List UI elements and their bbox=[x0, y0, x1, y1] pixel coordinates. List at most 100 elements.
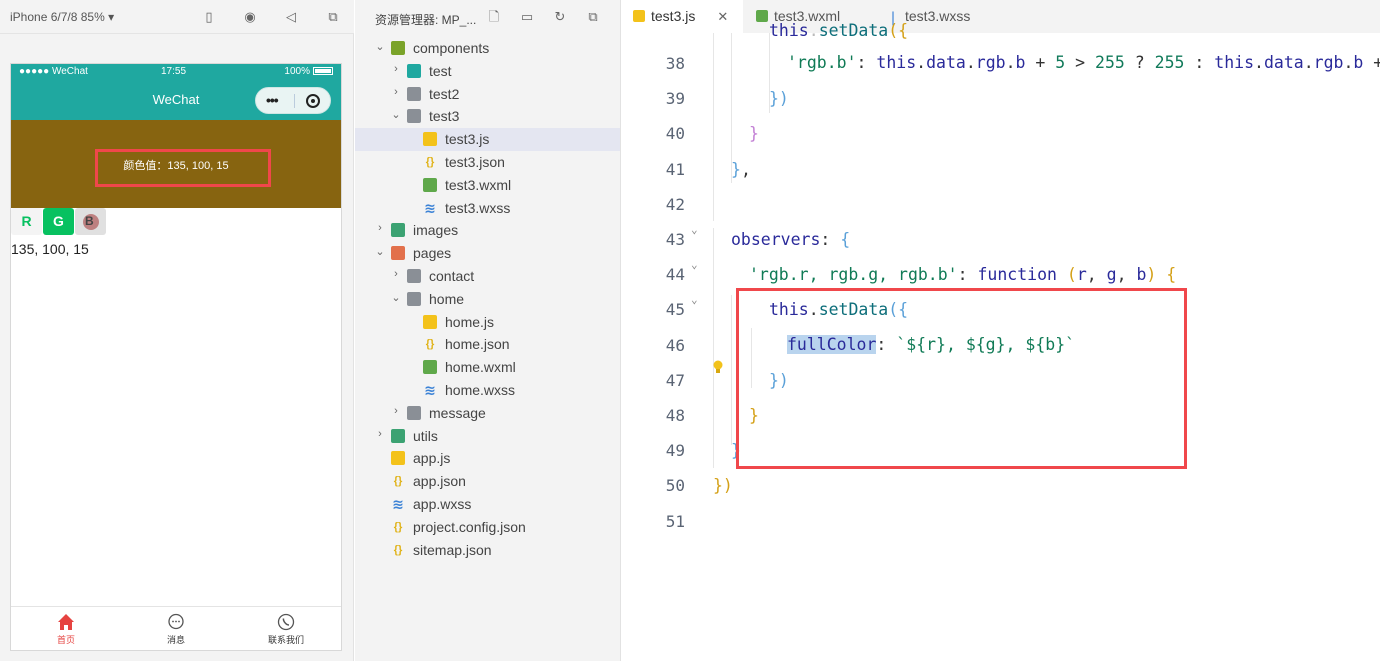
close-capsule-icon[interactable] bbox=[306, 94, 320, 108]
refresh-icon[interactable]: ↻ bbox=[554, 9, 566, 24]
tree-item[interactable]: home.wxml bbox=[355, 356, 620, 379]
tab-test3-wxss[interactable]: ❘ test3.wxss bbox=[875, 0, 1005, 33]
tree-item[interactable]: ≋app.wxss bbox=[355, 493, 620, 516]
chevron-down-icon[interactable]: ⌄ bbox=[391, 291, 401, 304]
indent-guide bbox=[713, 33, 714, 221]
code-line-47: }) bbox=[769, 371, 789, 390]
tab-message[interactable]: 消息 bbox=[121, 607, 231, 651]
indent-guide bbox=[751, 328, 752, 388]
folder-icon bbox=[391, 223, 405, 238]
folder-icon bbox=[407, 268, 421, 283]
chevron-right-icon[interactable]: › bbox=[378, 427, 382, 440]
simulator-toolbar: iPhone 6/7/8 85% ▾ ▯ ◉ ◁ ⧉ bbox=[0, 0, 354, 34]
code-line-43: observers: { bbox=[731, 230, 851, 249]
fold-chevron-icon[interactable]: ⌄ bbox=[691, 223, 698, 236]
tree-item[interactable]: test3.wxml bbox=[355, 174, 620, 197]
line-number: 48 bbox=[665, 406, 685, 425]
device-selector[interactable]: iPhone 6/7/8 85% ▾ bbox=[10, 10, 115, 24]
new-folder-icon[interactable]: ▭ bbox=[520, 9, 534, 24]
rgb-text: 135, 100, 15 bbox=[11, 241, 89, 257]
chevron-down-icon[interactable]: ⌄ bbox=[375, 246, 385, 259]
b-button-label: B bbox=[85, 214, 94, 228]
tree-item[interactable]: {}home.json bbox=[355, 333, 620, 356]
tree-item[interactable]: test3.js bbox=[355, 128, 620, 151]
tab-test3-wxml[interactable]: test3.wxml bbox=[744, 0, 874, 33]
tree-item-label: sitemap.json bbox=[413, 541, 492, 558]
tree-item[interactable]: app.js bbox=[355, 447, 620, 470]
tree-item[interactable]: ⌄home bbox=[355, 288, 620, 311]
tab-contact[interactable]: 联系我们 bbox=[231, 607, 341, 651]
lightbulb-icon[interactable] bbox=[713, 360, 723, 374]
tree-item[interactable]: ⌄components bbox=[355, 37, 620, 60]
code-line-39: }) bbox=[769, 89, 789, 108]
tree-item[interactable]: ›utils bbox=[355, 425, 620, 448]
volume-icon[interactable]: ◁ bbox=[286, 9, 296, 24]
chevron-right-icon[interactable]: › bbox=[394, 85, 398, 98]
tab-label: test3.wxml bbox=[774, 8, 841, 24]
fold-chevron-icon[interactable]: ⌄ bbox=[691, 293, 698, 306]
menu-capsule[interactable]: ••• bbox=[255, 87, 331, 114]
phone-icon[interactable]: ▯ bbox=[205, 9, 213, 24]
tree-item[interactable]: › test bbox=[355, 60, 620, 83]
tree-item-label: contact bbox=[429, 267, 475, 284]
tree-item[interactable]: ≋test3.wxss bbox=[355, 197, 620, 220]
tree-item[interactable]: › contact bbox=[355, 265, 620, 288]
tree-item[interactable]: ›message bbox=[355, 402, 620, 425]
chevron-down-icon[interactable]: ⌄ bbox=[391, 109, 401, 122]
window-icon[interactable]: ⧉ bbox=[328, 9, 338, 24]
tree-item[interactable]: {}project.config.json bbox=[355, 516, 620, 539]
tree-item[interactable]: ≋home.wxss bbox=[355, 379, 620, 402]
fold-chevron-icon[interactable]: ⌄ bbox=[691, 258, 698, 271]
carrier: ●●●●● WeChat bbox=[19, 66, 88, 77]
json-file-icon: {} bbox=[393, 475, 403, 488]
tree-item[interactable]: home.js bbox=[355, 311, 620, 334]
chevron-right-icon[interactable]: › bbox=[378, 222, 382, 235]
tab-test3-js[interactable]: test3.js✕ bbox=[621, 0, 743, 33]
more-icon[interactable]: ••• bbox=[266, 92, 279, 108]
b-button[interactable]: B bbox=[75, 208, 106, 235]
tab-bar: 首页 消息 联系我们 bbox=[11, 606, 341, 650]
code-line-49: } bbox=[731, 441, 741, 460]
wxml-file-icon bbox=[423, 360, 437, 375]
tree-item-label: test bbox=[429, 62, 452, 79]
record-icon[interactable]: ◉ bbox=[244, 9, 256, 24]
tree-item-label: app.json bbox=[413, 473, 466, 490]
tree-item[interactable]: › test2 bbox=[355, 83, 620, 106]
line-number: 47 bbox=[665, 370, 685, 390]
color-box: 颜色值：135, 100, 15 bbox=[11, 120, 341, 208]
code-line-37: this.setData({ bbox=[769, 21, 909, 40]
tree-item-label: home.json bbox=[445, 336, 510, 353]
r-button[interactable]: R bbox=[11, 208, 42, 235]
g-button[interactable]: G bbox=[43, 208, 74, 235]
chevron-right-icon[interactable]: › bbox=[394, 267, 398, 280]
collapse-all-icon[interactable]: ⧉ bbox=[588, 9, 598, 24]
new-file-icon[interactable]: 🗋 bbox=[488, 9, 500, 24]
tree-item[interactable]: ⌄pages bbox=[355, 242, 620, 265]
tree-item[interactable]: {}sitemap.json bbox=[355, 539, 620, 562]
tree-item[interactable]: ›images bbox=[355, 219, 620, 242]
folder-icon bbox=[407, 291, 421, 306]
json-file-icon: {} bbox=[425, 155, 435, 168]
folder-icon bbox=[407, 405, 421, 420]
tree-item[interactable]: ⌄test3 bbox=[355, 105, 620, 128]
tree-item-label: test2 bbox=[429, 85, 460, 102]
simulator-pane: iPhone 6/7/8 85% ▾ ▯ ◉ ◁ ⧉ ●●●●● WeChat … bbox=[0, 0, 354, 661]
tree-item-label: test3.json bbox=[445, 153, 505, 170]
tab-home-label: 首页 bbox=[56, 635, 75, 645]
chevron-down-icon[interactable]: ⌄ bbox=[375, 41, 385, 53]
nav-bar: WeChat ••• bbox=[11, 80, 341, 120]
tree-item[interactable]: {} app.json bbox=[355, 470, 620, 493]
tree-item-label: project.config.json bbox=[413, 518, 526, 535]
tree-item[interactable]: {} test3.json bbox=[355, 151, 620, 174]
code-line-48: } bbox=[749, 406, 759, 425]
chevron-right-icon[interactable]: › bbox=[394, 404, 398, 417]
folder-icon bbox=[407, 109, 421, 124]
chevron-right-icon[interactable]: › bbox=[394, 62, 398, 75]
close-tab-icon[interactable]: ✕ bbox=[717, 9, 729, 24]
tree-item-label: home.wxml bbox=[445, 359, 516, 376]
device-label: iPhone 6/7/8 85% bbox=[10, 10, 105, 24]
wxss-file-icon: ❘ bbox=[887, 9, 899, 25]
tab-home[interactable]: 首页 bbox=[11, 607, 121, 651]
tab-label: test3.wxss bbox=[905, 8, 971, 24]
